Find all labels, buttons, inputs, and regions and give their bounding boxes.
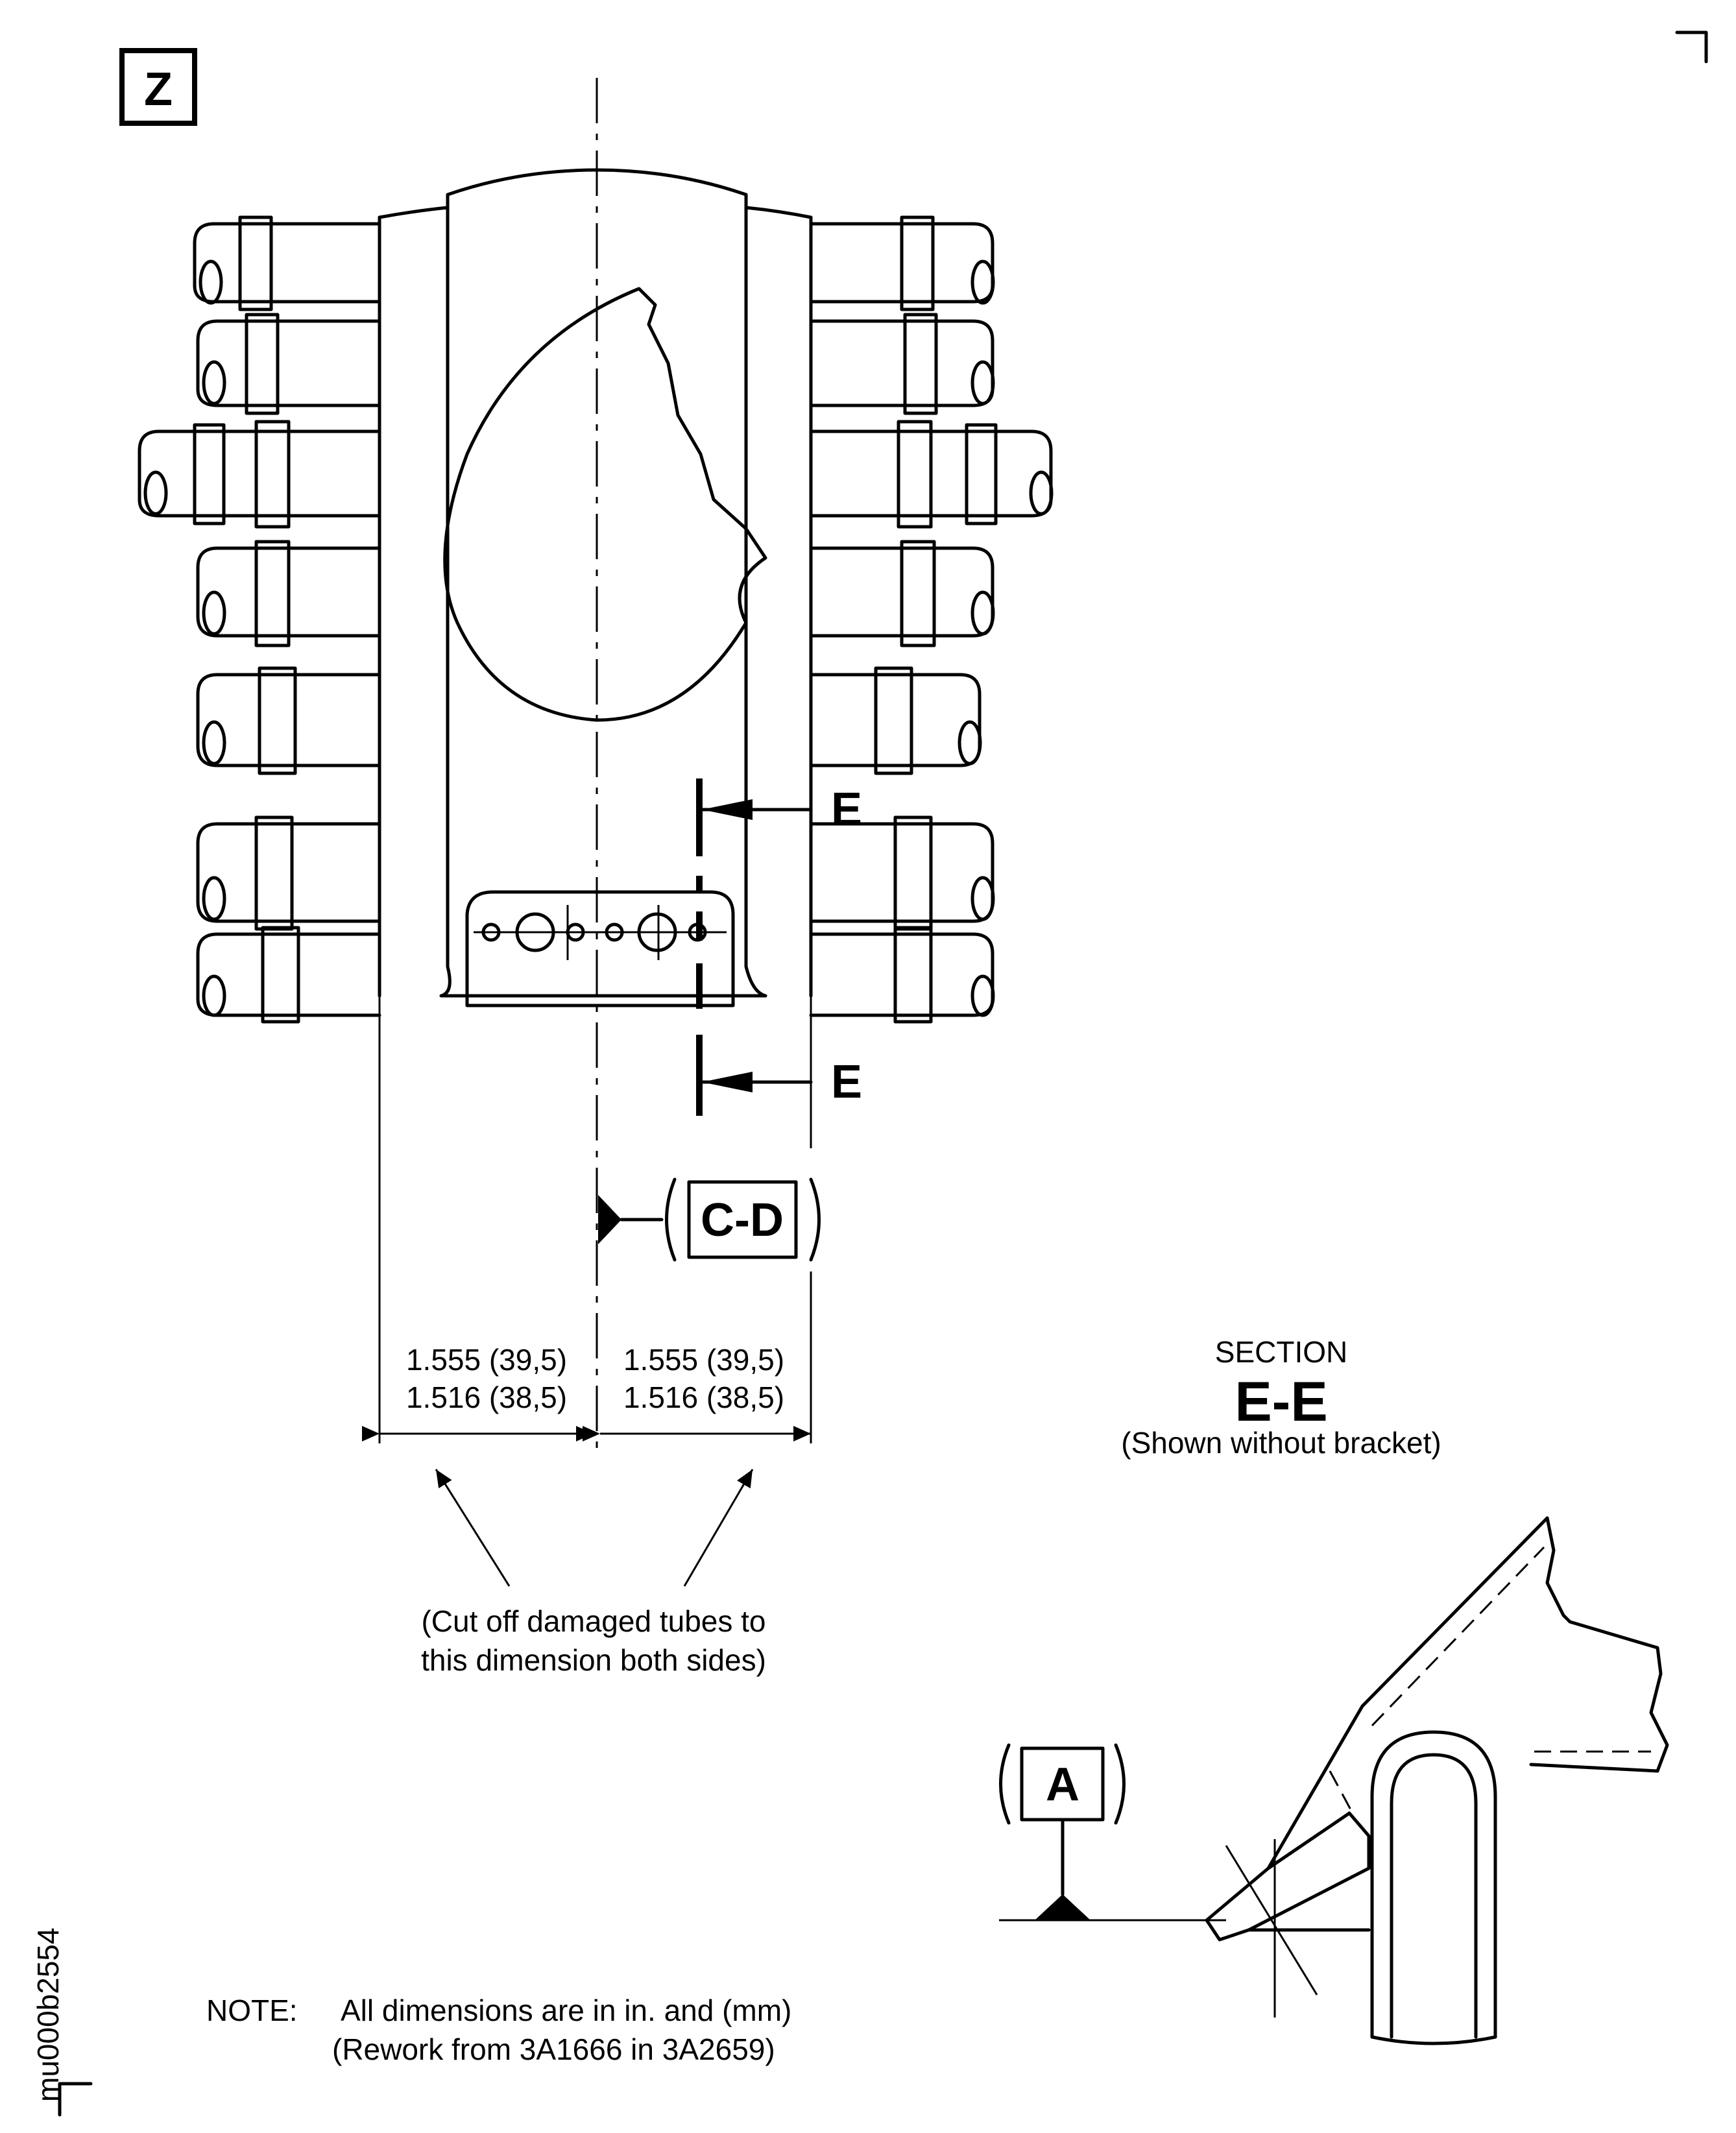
drawing-id: mu000b2554 xyxy=(31,1927,65,2102)
datum-a: A xyxy=(999,1743,1226,1922)
section-e-e-view xyxy=(1205,1516,1669,2045)
tube xyxy=(138,420,381,529)
corner-mark-bottom-left xyxy=(58,2082,93,2117)
right-tubes xyxy=(809,215,1054,1024)
tube xyxy=(809,313,995,415)
datum-c-d-label: C-D xyxy=(701,1194,784,1246)
left-plenum-outline xyxy=(378,206,450,998)
bracket xyxy=(465,890,735,1007)
dimension-left-lower: 1.516 (38,5) xyxy=(406,1380,567,1414)
left-tubes xyxy=(138,215,381,1024)
callout-leaders xyxy=(435,1469,754,1587)
section-name: E-E xyxy=(1235,1371,1327,1433)
tube xyxy=(809,420,1054,529)
right-plenum-outline xyxy=(744,206,813,998)
section-note: (Shown without bracket) xyxy=(1121,1426,1441,1460)
datum-a-label: A xyxy=(1046,1759,1079,1811)
section-heading: SECTION E-E (Shown without bracket) xyxy=(1121,1335,1441,1460)
manifold-body xyxy=(439,168,767,998)
note: NOTE: All dimensions are in in. and (mm)… xyxy=(206,1994,791,2066)
section-marker-bottom: E xyxy=(831,1056,862,1108)
flange xyxy=(1247,1704,1371,1932)
tube xyxy=(196,540,381,647)
dimension-left: 1.555 (39,5) 1.516 (38,5) xyxy=(406,1343,567,1414)
view-label-text: Z xyxy=(144,64,173,115)
cutaway-opening xyxy=(443,287,767,722)
corner-mark-top-right xyxy=(1675,30,1708,64)
callout-text: (Cut off damaged tubes to this dimension… xyxy=(421,1604,766,1677)
tube xyxy=(196,313,381,415)
section-label: SECTION xyxy=(1215,1335,1347,1369)
housing-outline xyxy=(1360,1516,1549,1708)
tube xyxy=(196,666,381,775)
tube xyxy=(196,926,381,1024)
section-marker-top: E xyxy=(831,784,862,836)
tube xyxy=(809,666,982,775)
note-prefix: NOTE: xyxy=(206,1994,298,2027)
callout-line-1: (Cut off damaged tubes to xyxy=(421,1604,766,1638)
dimension-right-upper: 1.555 (39,5) xyxy=(623,1343,784,1377)
tube xyxy=(196,815,381,931)
callout-line-2: this dimension both sides) xyxy=(421,1643,766,1677)
tube-section xyxy=(1370,1730,1497,2039)
tube xyxy=(809,540,995,647)
section-cut-e-e: E E xyxy=(696,778,862,1116)
manifold-view xyxy=(138,78,1054,1456)
tube xyxy=(809,926,995,1024)
note-line-2: (Rework from 3A1666 in 3A2659) xyxy=(332,2032,775,2066)
dimension-right-lower: 1.516 (38,5) xyxy=(623,1380,784,1414)
tube xyxy=(193,215,381,311)
datum-c-d: C-D xyxy=(598,1177,821,1262)
tube xyxy=(809,215,995,311)
dimension-left-upper: 1.555 (39,5) xyxy=(406,1343,567,1377)
note-line-1: All dimensions are in in. and (mm) xyxy=(341,1994,791,2027)
view-label-z: Z xyxy=(119,48,197,126)
dimension-lines xyxy=(362,843,812,1443)
dimension-right: 1.555 (39,5) 1.516 (38,5) xyxy=(623,1343,784,1414)
